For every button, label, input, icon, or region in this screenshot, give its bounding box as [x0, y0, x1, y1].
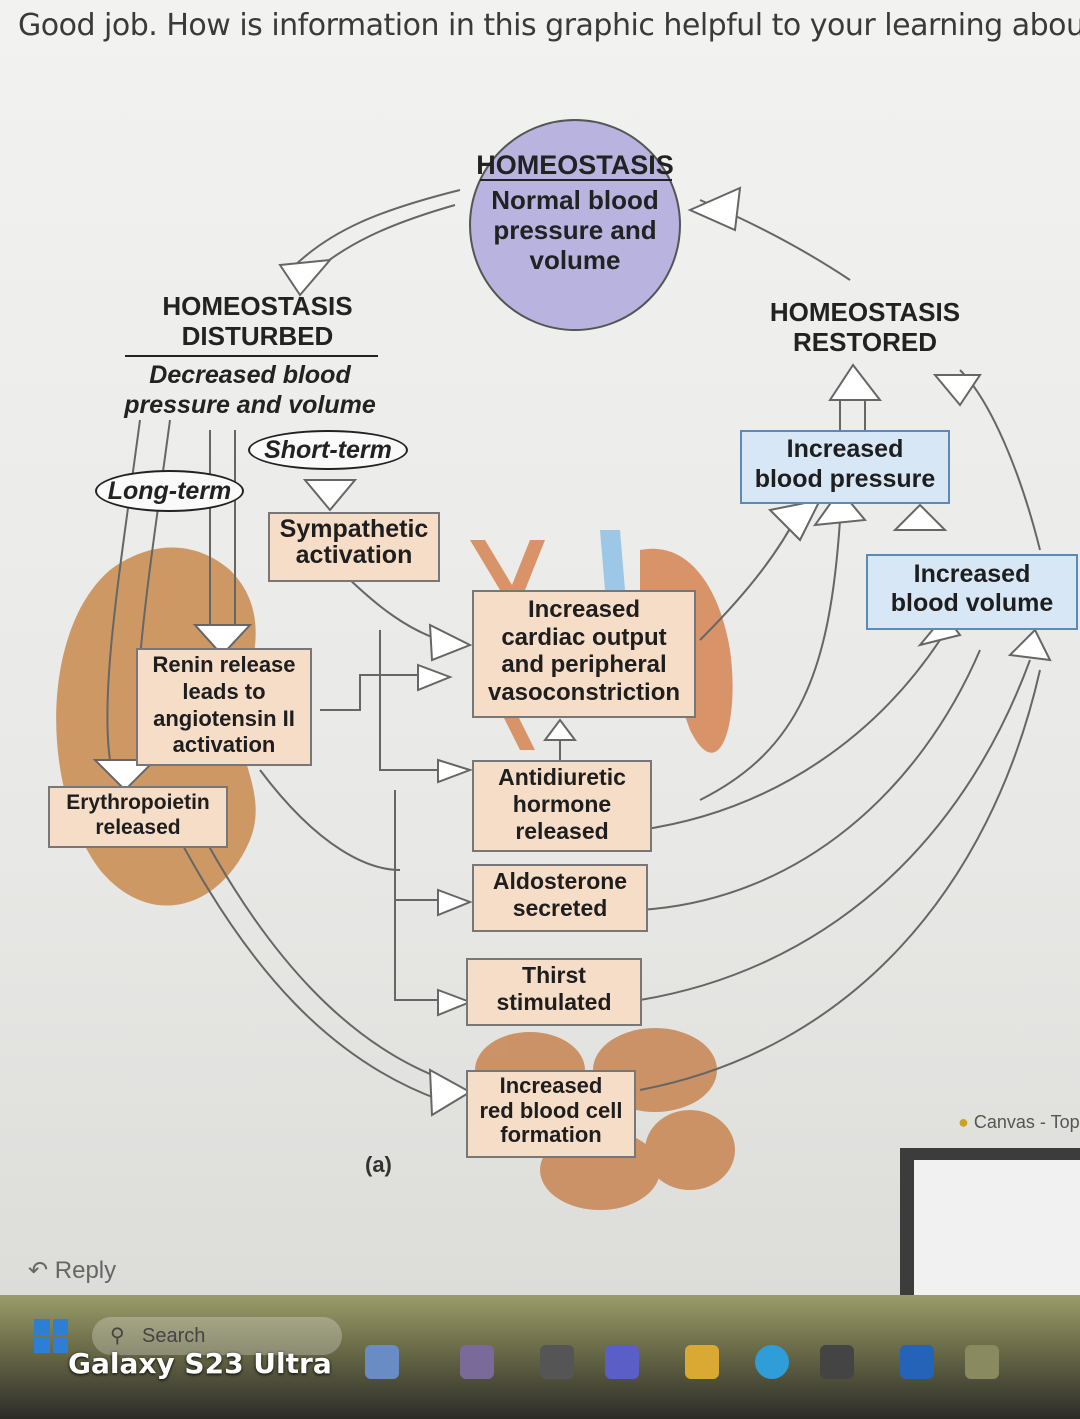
taskbar: ⚲ Search Galaxy S23 Ultra — [0, 1295, 1080, 1419]
increased-blood-volume-box: Increased blood volume — [866, 554, 1078, 630]
aldosterone-line2: secreted — [512, 894, 608, 921]
cardiac-line3: and peripheral — [501, 651, 667, 679]
disturbed-title-line2: DISTURBED — [181, 321, 334, 351]
taskbar-search-input[interactable]: ⚲ Search — [92, 1317, 342, 1355]
erythropoietin-line2: released — [95, 816, 181, 840]
thirst-line2: stimulated — [496, 988, 612, 1015]
camera-watermark: Galaxy S23 Ultra — [68, 1347, 332, 1380]
thirst-line1: Thirst — [522, 962, 586, 988]
adh-line2: hormone — [512, 790, 612, 817]
rbc-line2: red blood cell — [479, 1097, 623, 1123]
windows-start-icon[interactable] — [34, 1319, 68, 1353]
renin-line4: activation — [172, 732, 276, 758]
adh-line1: Antidiuretic — [498, 764, 626, 790]
disturbed-sub-line2: pressure and volume — [124, 391, 376, 419]
search-placeholder: Search — [142, 1325, 206, 1347]
adh-line3: released — [515, 817, 609, 844]
inc-bv-line1: Increased — [913, 560, 1031, 588]
renin-line3: angiotensin II — [153, 705, 295, 731]
renin-line2: leads to — [182, 678, 266, 704]
rbc-line1: Increased — [499, 1073, 603, 1098]
inc-bp-line1: Increased — [786, 435, 904, 463]
rbc-line3: formation — [500, 1122, 602, 1148]
antidiuretic-hormone-box: Antidiuretic hormone released — [472, 760, 652, 852]
browser-icon: ● — [958, 1112, 969, 1132]
increased-blood-pressure-box: Increased blood pressure — [740, 430, 950, 504]
cardiac-line2: cardiac output — [501, 623, 667, 651]
widgets-icon[interactable] — [365, 1345, 399, 1379]
store-icon[interactable] — [820, 1345, 854, 1379]
short-term-oval: Short-term — [248, 430, 408, 470]
search-icon: ⚲ — [110, 1325, 125, 1347]
renin-release-box: Renin release leads to angiotensin II ac… — [136, 648, 312, 766]
reply-link[interactable]: ↶ Reply — [28, 1256, 116, 1285]
homeostasis-figure: HOMEOSTASIS Normal blood pressure and vo… — [0, 70, 1080, 1220]
center-text: Normal blood pressure and volume — [491, 185, 659, 275]
sympathetic-line2: activation — [295, 541, 413, 570]
question-text: Good job. How is information in this gra… — [18, 8, 1080, 43]
erythropoietin-line1: Erythropoietin — [66, 791, 210, 814]
taskbar-preview-thumbnail[interactable] — [900, 1148, 1080, 1318]
preview-title-text: Canvas - Top — [973, 1112, 1080, 1132]
cardiac-line4: vasoconstriction — [487, 678, 681, 706]
edge-icon[interactable] — [755, 1345, 789, 1379]
center-title: HOMEOSTASIS — [476, 150, 674, 180]
thirst-box: Thirst stimulated — [466, 958, 642, 1026]
disturbed-sub-line1: Decreased blood — [149, 361, 351, 389]
app-icon-misc[interactable] — [965, 1345, 999, 1379]
reply-label: Reply — [54, 1257, 117, 1284]
restored-title-line1: HOMEOSTASIS — [769, 297, 961, 327]
panel-label: (a) — [365, 1152, 392, 1177]
cardiac-line1: Increased — [527, 596, 641, 623]
app-icon-blue[interactable] — [900, 1345, 934, 1379]
file-explorer-icon[interactable] — [540, 1345, 574, 1379]
sympathetic-activation-box: Sympathetic activation — [268, 512, 440, 582]
sympathetic-line1: Sympathetic — [279, 515, 429, 543]
erythropoietin-box: Erythropoietin released — [48, 786, 228, 848]
folder-icon[interactable] — [685, 1345, 719, 1379]
restored-title-line2: RESTORED — [793, 327, 937, 357]
taskbar-app-icon[interactable] — [460, 1345, 494, 1379]
preview-window-title: ● Canvas - Top — [958, 1112, 1080, 1133]
aldosterone-box: Aldosterone secreted — [472, 864, 648, 932]
long-term-oval: Long-term — [95, 470, 244, 512]
homeostasis-circle — [469, 119, 681, 331]
inc-bp-line2: blood pressure — [754, 465, 936, 493]
rbc-formation-box: Increased red blood cell formation — [466, 1070, 636, 1158]
reply-icon: ↶ — [28, 1257, 49, 1284]
cardiac-output-box: Increased cardiac output and peripheral … — [472, 590, 696, 718]
inc-bv-line2: blood volume — [890, 588, 1054, 617]
teams-icon[interactable] — [605, 1345, 639, 1379]
aldosterone-line1: Aldosterone — [492, 868, 628, 894]
disturbed-title-line1: HOMEOSTASIS — [162, 291, 353, 321]
renin-line1: Renin release — [152, 652, 296, 677]
preview-page — [914, 1160, 1080, 1310]
